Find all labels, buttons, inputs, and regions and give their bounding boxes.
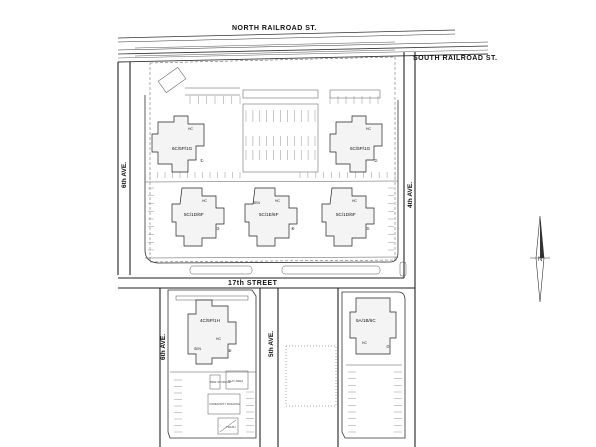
building-2-hc: HC — [366, 127, 371, 131]
bike-storage-label: BIKE STORAGE — [210, 380, 231, 384]
building-7-number: ⑦ — [386, 344, 390, 349]
fourth-ave-label: 4th AVE. — [407, 182, 414, 208]
north-edge-parking — [242, 89, 381, 99]
building-4-code: 5C/1E/6F — [259, 212, 279, 217]
building-4-sen: SEN — [253, 201, 261, 205]
building-5-code: 5C/1D/6F — [336, 212, 356, 217]
building-5-hc: HC — [352, 199, 357, 203]
north-railroad-street-label: NORTH RAILROAD ST. — [232, 25, 317, 32]
north-parcel — [144, 56, 399, 264]
sixth-ave-label: 6th AVE. — [121, 162, 128, 188]
central-parking — [242, 103, 319, 173]
community-building-label: COMMUNITY BUILDING — [209, 402, 240, 406]
southwest-block — [167, 289, 257, 439]
middle-lot — [285, 345, 337, 407]
building-2: 6C/5P/1G ② HC — [329, 115, 383, 173]
building-7-hc: HC — [362, 341, 367, 345]
north-arrow-letter: N — [538, 257, 542, 263]
entry-drive — [157, 67, 240, 96]
building-1-code: 6C/5P/1G — [172, 146, 193, 151]
building-7: 5A/1B/6C ⑦ HC — [349, 297, 397, 355]
building-1-number: ① — [200, 158, 204, 163]
southeast-stalls — [348, 371, 402, 433]
southwest-amenities: BIKE STORAGE PLAY AREA COMMUNITY BUILDIN… — [207, 370, 249, 435]
road-edges — [117, 52, 416, 447]
sixth-ave-lower-label: 6th AVE. — [160, 334, 167, 360]
building-3: 5C/1D/6F ③ HC — [171, 187, 225, 247]
play-area-label: PLAY AREA — [228, 379, 243, 383]
north-arrow: N — [530, 215, 550, 303]
building-4-hc: HC — [275, 199, 280, 203]
building-5: 5C/1D/6F ⑤ HC — [321, 187, 375, 247]
south-railroad-street-label: SOUTH RAILROAD ST. — [413, 55, 497, 62]
railroad-note: · · · · · · · · · · · · — [250, 45, 270, 49]
building-3-number: ③ — [216, 226, 220, 231]
seventeenth-street-label: 17th STREET — [228, 280, 278, 287]
building-6-sen: SEN — [194, 347, 202, 351]
building-7-code: 5A/1B/6C — [356, 318, 376, 323]
building-6-hc: HC — [216, 337, 221, 341]
southwest-stalls — [174, 379, 254, 433]
building-1: 6C/5P/1G ① HC — [151, 115, 205, 173]
building-2-number: ② — [374, 158, 378, 163]
southeast-block — [341, 291, 406, 439]
street-medians — [189, 261, 407, 277]
building-6-code: 4C/5P/1H — [200, 318, 220, 323]
building-5-number: ⑤ — [366, 226, 370, 231]
building-4: 5C/1E/6F ④ SEN HC — [244, 187, 298, 247]
building-2-code: 6C/5P/1G — [350, 146, 371, 151]
building-3-code: 5C/1D/6F — [184, 212, 204, 217]
fifth-ave-label: 5th AVE. — [268, 331, 275, 357]
building-3-hc: HC — [202, 199, 207, 203]
perimeter-stalls — [148, 96, 396, 251]
building-4-number: ④ — [291, 226, 295, 231]
trash-enclosure-label: TRASH — [226, 425, 235, 429]
railroad-corridor: · · · · · · · · · · · · — [117, 29, 489, 63]
building-6: 4C/5P/1H ⑥ SEN HC — [187, 299, 237, 365]
building-1-hc: HC — [188, 127, 193, 131]
building-6-number: ⑥ — [228, 348, 232, 353]
